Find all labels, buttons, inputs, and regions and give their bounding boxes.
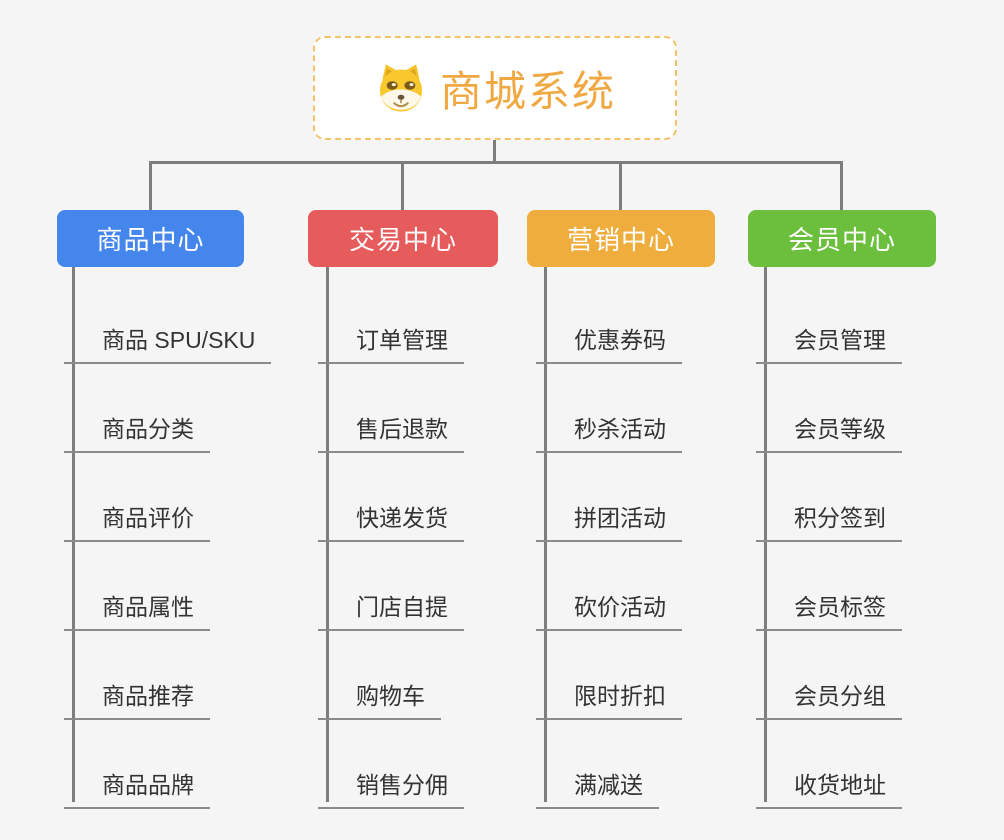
subtopic-item[interactable]: 满减送: [536, 756, 659, 809]
connector-branch-stub: [840, 161, 843, 210]
dog-face-icon: [379, 64, 423, 112]
connector-branch-vline: [544, 267, 547, 802]
subtopic-item[interactable]: 售后退款: [318, 400, 464, 453]
subtopic-item[interactable]: 会员分组: [756, 667, 902, 720]
branch-node-product-center[interactable]: 商品中心: [57, 210, 244, 267]
subtopic-item[interactable]: 销售分佣: [318, 756, 464, 809]
root-topic-node[interactable]: 商城系统: [313, 36, 677, 140]
subtopic-item[interactable]: 砍价活动: [536, 578, 682, 631]
subtopic-item[interactable]: 积分签到: [756, 489, 902, 542]
connector-branch-vline: [764, 267, 767, 802]
connector-root-stub: [493, 140, 496, 163]
subtopic-item[interactable]: 会员标签: [756, 578, 902, 631]
subtopic-item[interactable]: 购物车: [318, 667, 441, 720]
connector-branch-vline: [326, 267, 329, 802]
connector-branch-stub: [401, 161, 404, 210]
subtopic-item[interactable]: 优惠券码: [536, 311, 682, 364]
subtopic-item[interactable]: 订单管理: [318, 311, 464, 364]
subtopic-item[interactable]: 门店自提: [318, 578, 464, 631]
subtopic-item[interactable]: 快递发货: [318, 489, 464, 542]
subtopic-item[interactable]: 商品属性: [64, 578, 210, 631]
connector-branch-vline: [72, 267, 75, 802]
subtopic-item[interactable]: 会员等级: [756, 400, 902, 453]
subtopic-item[interactable]: 商品分类: [64, 400, 210, 453]
subtopic-item[interactable]: 商品评价: [64, 489, 210, 542]
subtopic-item[interactable]: 秒杀活动: [536, 400, 682, 453]
root-topic-title: 商城系统: [439, 67, 616, 115]
subtopic-item[interactable]: 商品推荐: [64, 667, 210, 720]
subtopic-item[interactable]: 拼团活动: [536, 489, 682, 542]
branch-node-marketing-center[interactable]: 营销中心: [527, 210, 715, 267]
branch-node-trade-center[interactable]: 交易中心: [308, 210, 498, 267]
subtopic-item[interactable]: 会员管理: [756, 311, 902, 364]
subtopic-item[interactable]: 商品品牌: [64, 756, 210, 809]
subtopic-item[interactable]: 收货地址: [756, 756, 902, 809]
subtopic-item[interactable]: 限时折扣: [536, 667, 682, 720]
subtopic-item[interactable]: 商品 SPU/SKU: [64, 311, 272, 364]
connector-branch-stub: [619, 161, 622, 210]
branch-node-member-center[interactable]: 会员中心: [748, 210, 936, 267]
connector-bus-line: [149, 161, 843, 164]
connector-branch-stub: [149, 161, 152, 210]
